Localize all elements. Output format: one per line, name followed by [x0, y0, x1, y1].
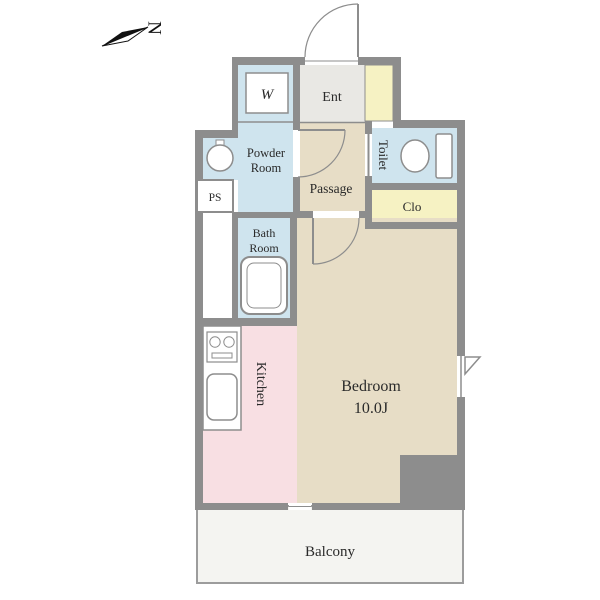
bathtub-inner-icon [246, 262, 282, 309]
bath-room-label: Bath [253, 226, 276, 240]
fixtures [202, 72, 453, 431]
wall-segment [290, 212, 297, 326]
wall-segment [195, 130, 238, 138]
toilet-bowl-icon [400, 139, 430, 173]
wall-segment [365, 121, 372, 134]
wall-segment [195, 318, 297, 326]
labels: W Ent Powder Room Toilet PS Passage Clo … [209, 87, 422, 560]
wall-segment [293, 123, 300, 130]
passage-floor [300, 123, 365, 211]
entrance-door-arc [304, 3, 359, 58]
bedroom-door-arc [312, 217, 360, 265]
powder-room-label: Room [251, 161, 282, 175]
entrance-floor [300, 65, 365, 123]
pipe-space-box [196, 179, 234, 213]
kitchen-sink-icon [206, 373, 238, 421]
shoe-cabinet [364, 64, 394, 122]
balcony-label: Balcony [305, 544, 355, 560]
openings [196, 134, 482, 510]
wall-segment [358, 57, 401, 65]
entrance-label: Ent [322, 90, 342, 105]
stove-burner-icon [223, 336, 235, 348]
wall-segment [293, 57, 300, 123]
balcony-area [196, 505, 464, 584]
closet-label: Clo [403, 199, 422, 214]
compass-needle-light-icon [101, 26, 149, 47]
powder-sink-icon [206, 144, 234, 172]
wall-segment [365, 183, 465, 190]
wall-segment [365, 176, 372, 229]
bedroom-label: Bedroom [341, 378, 401, 395]
walls [195, 57, 465, 510]
bathtub-icon [240, 256, 288, 315]
toilet-label: Toilet [376, 140, 391, 171]
closet-floor [372, 190, 457, 222]
pipe-space-label: PS [209, 192, 222, 204]
wall-segment [457, 120, 465, 355]
wall-segment [312, 503, 465, 510]
wall-segment [232, 218, 238, 326]
compass: N [101, 21, 165, 47]
powder-room-label: Powder [247, 146, 286, 160]
wall-segment [295, 211, 313, 218]
wall-segment [232, 57, 305, 65]
washing-machine-icon [245, 72, 289, 114]
washer-label: W [261, 87, 275, 103]
stove-grill-icon [211, 352, 233, 359]
kitchen-label: Kitchen [253, 362, 268, 406]
wall-segment [393, 57, 401, 128]
stove-burner-icon [209, 336, 221, 348]
wall-segment [393, 120, 465, 128]
bedroom-size-label: 10.0J [354, 400, 388, 417]
toilet-tank-icon [435, 133, 453, 179]
wall-segment [457, 398, 465, 503]
wall-segment [232, 212, 297, 218]
wall-segment [195, 503, 288, 510]
wall-segment [232, 57, 238, 138]
wall-segment [293, 177, 300, 218]
doors [238, 3, 365, 265]
wall-pillar [400, 455, 465, 510]
passage-label: Passage [310, 181, 353, 196]
compass-north-label: N [144, 21, 165, 35]
powder-door-arc [297, 129, 346, 178]
window-swing-icon [464, 356, 482, 376]
wall-segment [365, 222, 457, 229]
bath-room-label: Room [249, 241, 279, 255]
